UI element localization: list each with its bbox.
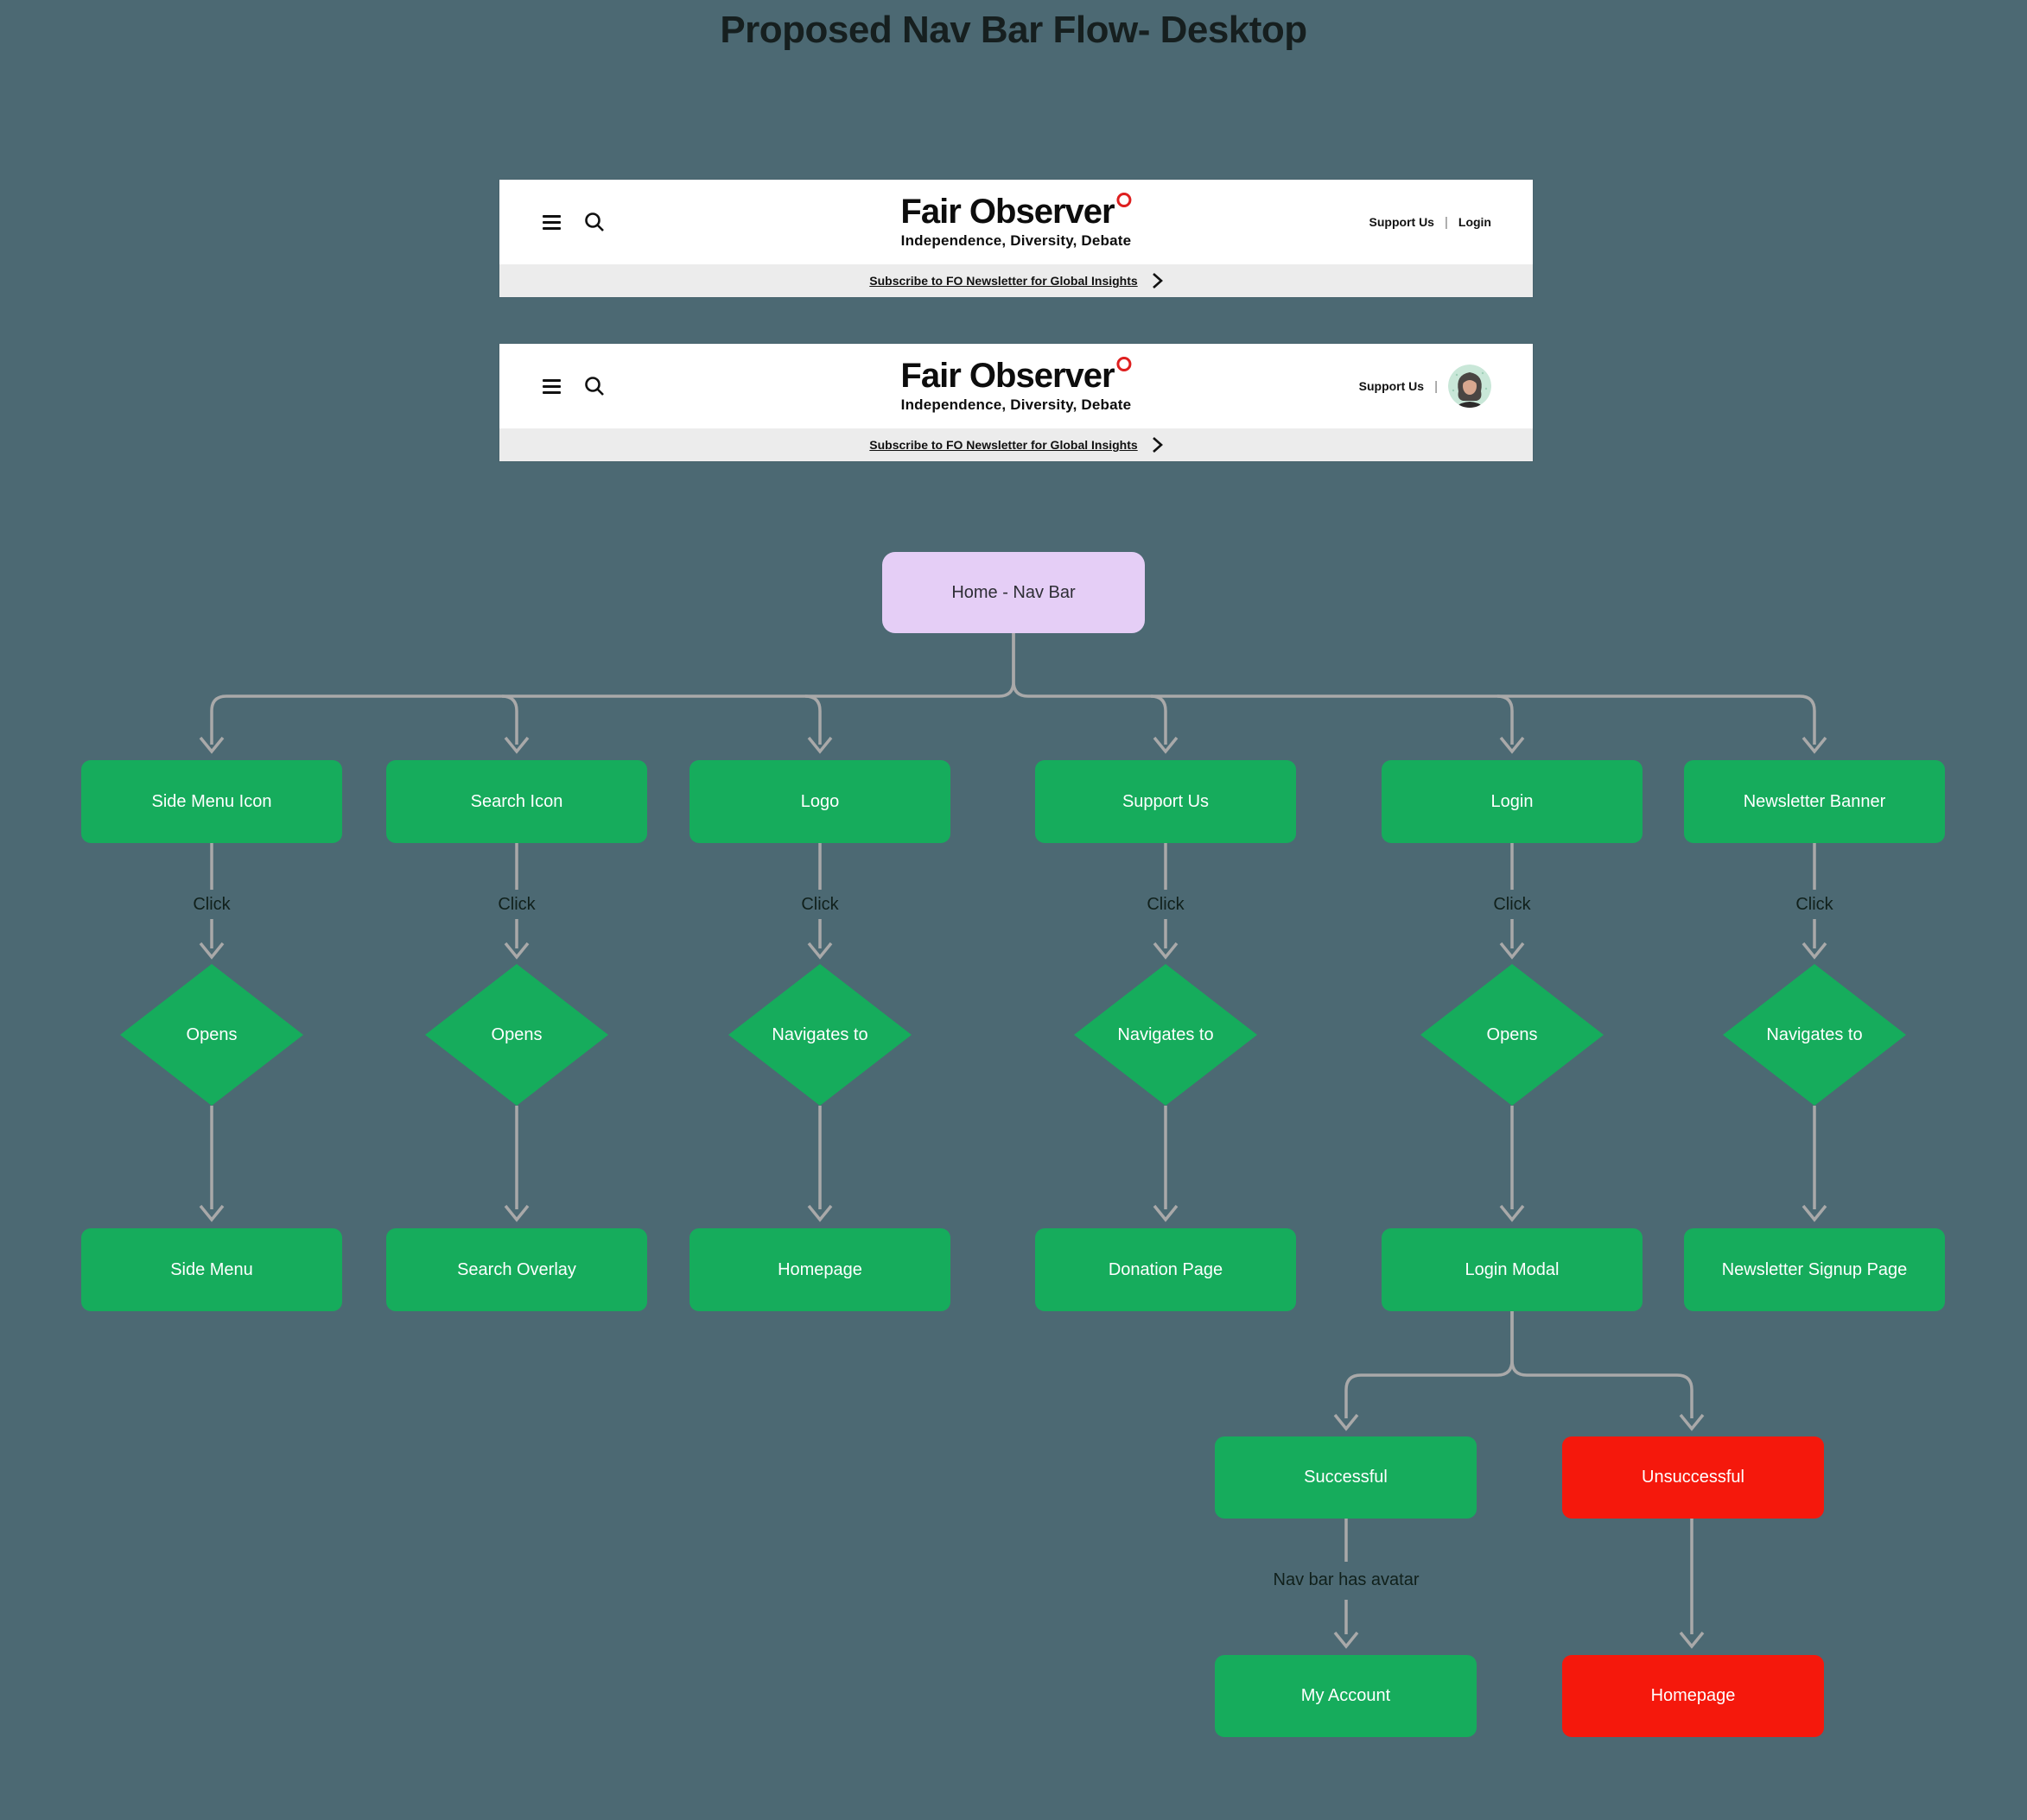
navbar-mockup-logged-out: Fair Observer Independence, Diversity, D…	[499, 180, 1533, 297]
hamburger-icon[interactable]	[543, 214, 561, 230]
search-icon[interactable]	[583, 211, 606, 233]
outcome-failure-node: Unsuccessful	[1562, 1436, 1824, 1519]
brand-logo-text: Fair Observer	[900, 357, 1115, 395]
click-label: Click	[193, 895, 231, 914]
brand-tagline: Independence, Diversity, Debate	[900, 396, 1132, 413]
logo-degree-icon	[1116, 357, 1132, 371]
flow-trigger-node: Login	[1382, 760, 1643, 843]
brand-tagline: Independence, Diversity, Debate	[900, 232, 1132, 249]
navbar-mockup-logged-in: Fair Observer Independence, Diversity, D…	[499, 344, 1533, 461]
nav-divider: |	[1434, 378, 1438, 394]
flow-trigger-node: Logo	[689, 760, 950, 843]
flow-trigger-node: Newsletter Banner	[1684, 760, 1945, 843]
flow-trigger-node: Support Us	[1035, 760, 1296, 843]
newsletter-banner[interactable]: Subscribe to FO Newsletter for Global In…	[499, 264, 1533, 297]
navbar-main-row: Fair Observer Independence, Diversity, D…	[499, 344, 1533, 428]
flow-result-node: Search Overlay	[386, 1228, 647, 1311]
chevron-right-icon	[1152, 437, 1163, 453]
result-my-account-node: My Account	[1215, 1655, 1477, 1737]
newsletter-banner-text[interactable]: Subscribe to FO Newsletter for Global In…	[869, 274, 1138, 288]
user-avatar-photo	[1448, 365, 1491, 408]
click-label: Click	[801, 895, 839, 914]
result-homepage-node: Homepage	[1562, 1655, 1824, 1737]
navbar-right-links: Support Us |	[1359, 344, 1491, 428]
diagram-title: Proposed Nav Bar Flow- Desktop	[720, 9, 1307, 51]
flow-result-node: Donation Page	[1035, 1228, 1296, 1311]
brand-logo[interactable]: Fair Observer Independence, Diversity, D…	[900, 357, 1132, 414]
flow-result-node: Homepage	[689, 1228, 950, 1311]
hamburger-icon[interactable]	[543, 378, 561, 394]
decision-diamond: Opens	[120, 964, 303, 1106]
decision-diamond: Opens	[425, 964, 608, 1106]
flow-result-node: Side Menu	[81, 1228, 342, 1311]
nav-divider: |	[1444, 214, 1448, 230]
outcome-success-node: Successful	[1215, 1436, 1477, 1519]
flow-trigger-node: Search Icon	[386, 760, 647, 843]
brand-logo-text: Fair Observer	[900, 193, 1115, 231]
brand-logo[interactable]: Fair Observer Independence, Diversity, D…	[900, 193, 1132, 250]
newsletter-banner[interactable]: Subscribe to FO Newsletter for Global In…	[499, 428, 1533, 461]
flow-trigger-node: Side Menu Icon	[81, 760, 342, 843]
decision-diamond: Navigates to	[1074, 964, 1257, 1106]
login-link[interactable]: Login	[1458, 215, 1491, 229]
navbar-left-icons	[543, 180, 606, 264]
click-label: Click	[1147, 895, 1185, 914]
flow-result-node: Newsletter Signup Page	[1684, 1228, 1945, 1311]
logo-degree-icon	[1116, 193, 1132, 207]
search-icon[interactable]	[583, 375, 606, 397]
navbar-main-row: Fair Observer Independence, Diversity, D…	[499, 180, 1533, 264]
support-us-link[interactable]: Support Us	[1358, 379, 1425, 393]
click-label: Click	[498, 895, 536, 914]
navbar-right-links: Support Us | Login	[1369, 180, 1491, 264]
decision-diamond: Navigates to	[728, 964, 912, 1106]
click-label: Click	[1493, 895, 1531, 914]
flow-result-node: Login Modal	[1382, 1228, 1643, 1311]
navbar-left-icons	[543, 344, 606, 428]
chevron-right-icon	[1152, 273, 1163, 289]
user-avatar[interactable]	[1448, 365, 1491, 408]
flow-root-node: Home - Nav Bar	[882, 552, 1145, 633]
success-note-label: Nav bar has avatar	[1273, 1570, 1420, 1589]
newsletter-banner-text[interactable]: Subscribe to FO Newsletter for Global In…	[869, 438, 1138, 452]
click-label: Click	[1795, 895, 1833, 914]
decision-diamond: Opens	[1420, 964, 1604, 1106]
decision-diamond: Navigates to	[1723, 964, 1906, 1106]
support-us-link[interactable]: Support Us	[1369, 215, 1434, 229]
